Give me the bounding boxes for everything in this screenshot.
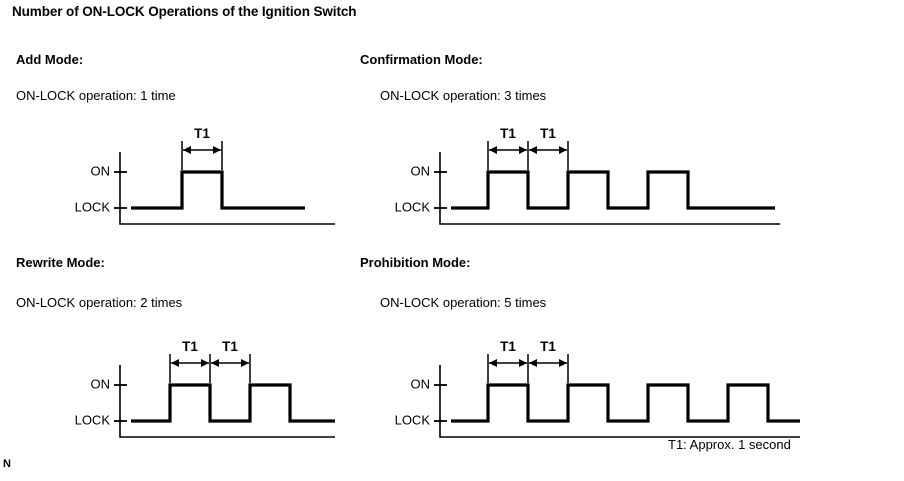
panel-subtitle-rewrite-mode: ON-LOCK operation: 2 times bbox=[16, 295, 183, 310]
dim-arrow-left-b-confirmation bbox=[529, 146, 537, 154]
dim-arrow-right-add bbox=[213, 146, 221, 154]
panel-add-mode: Add Mode: ON-LOCK operation: 1 time ON L… bbox=[0, 0, 360, 240]
axis-add-mode bbox=[119, 152, 335, 225]
dim-arrow-right-b-prohibition bbox=[559, 359, 567, 367]
dim-arrow-right-a-rewrite bbox=[201, 359, 209, 367]
waveform-prohibition-mode: ON LOCK T1 T1 bbox=[395, 339, 800, 438]
dim-arrow-left-b-prohibition bbox=[529, 359, 537, 367]
waveform-add-mode: ON LOCK T1 bbox=[75, 126, 335, 225]
axis-label-on-rewrite: ON bbox=[91, 376, 111, 391]
axis-rewrite-mode bbox=[119, 365, 335, 438]
axis-confirmation-mode bbox=[439, 152, 780, 225]
dim-label-t1-b-confirmation: T1 bbox=[540, 126, 556, 141]
panel-confirmation-mode: Confirmation Mode: ON-LOCK operation: 3 … bbox=[360, 0, 904, 240]
dim-arrow-left-add bbox=[183, 146, 191, 154]
panel-rewrite-mode: Rewrite Mode: ON-LOCK operation: 2 times… bbox=[0, 240, 360, 440]
dim-arrow-left-a-confirmation bbox=[489, 146, 497, 154]
dim-arrow-right-b-rewrite bbox=[241, 359, 249, 367]
axis-prohibition-mode bbox=[439, 365, 800, 438]
axis-label-on-confirmation: ON bbox=[411, 163, 431, 178]
dim-label-t1-a-confirmation: T1 bbox=[500, 126, 516, 141]
dim-label-t1-add: T1 bbox=[194, 126, 210, 141]
dim-label-t1-a-rewrite: T1 bbox=[182, 339, 198, 354]
panel-subtitle-prohibition-mode: ON-LOCK operation: 5 times bbox=[380, 295, 547, 310]
dim-arrow-left-b-rewrite bbox=[211, 359, 219, 367]
signal-confirmation-mode bbox=[451, 170, 775, 210]
axis-label-on-add: ON bbox=[91, 163, 111, 178]
page-title: Number of ON-LOCK Operations of the Igni… bbox=[12, 4, 357, 19]
panel-prohibition-mode: Prohibition Mode: ON-LOCK operation: 5 t… bbox=[360, 240, 904, 440]
footnote-t1: T1: Approx. 1 second bbox=[668, 437, 791, 452]
signal-rewrite-mode bbox=[131, 383, 335, 423]
panel-heading-prohibition-mode: Prohibition Mode: bbox=[360, 255, 471, 270]
panel-heading-rewrite-mode: Rewrite Mode: bbox=[16, 255, 105, 270]
waveform-rewrite-mode: ON LOCK T1 T1 bbox=[75, 339, 335, 438]
dim-arrow-right-a-confirmation bbox=[519, 146, 527, 154]
dim-label-t1-a-prohibition: T1 bbox=[500, 339, 516, 354]
panel-heading-confirmation-mode: Confirmation Mode: bbox=[360, 52, 483, 67]
signal-add-mode bbox=[131, 170, 305, 210]
dim-label-t1-b-rewrite: T1 bbox=[222, 339, 238, 354]
dim-arrow-left-a-prohibition bbox=[489, 359, 497, 367]
dim-label-t1-b-prohibition: T1 bbox=[540, 339, 556, 354]
signal-prohibition-mode bbox=[451, 383, 800, 423]
axis-label-lock-confirmation: LOCK bbox=[395, 199, 431, 214]
waveform-confirmation-mode: ON LOCK T1 T1 bbox=[395, 126, 780, 225]
dim-arrow-right-b-confirmation bbox=[559, 146, 567, 154]
panel-heading-add-mode: Add Mode: bbox=[16, 52, 84, 67]
panel-subtitle-confirmation-mode: ON-LOCK operation: 3 times bbox=[380, 88, 547, 103]
axis-label-lock-prohibition: LOCK bbox=[395, 412, 431, 427]
axis-label-lock-add: LOCK bbox=[75, 199, 111, 214]
axis-label-lock-rewrite: LOCK bbox=[75, 412, 111, 427]
dim-arrow-right-a-prohibition bbox=[519, 359, 527, 367]
panel-subtitle-add-mode: ON-LOCK operation: 1 time bbox=[16, 88, 176, 103]
dim-arrow-left-a-rewrite bbox=[171, 359, 179, 367]
axis-label-on-prohibition: ON bbox=[411, 376, 431, 391]
corner-mark: N bbox=[3, 458, 11, 470]
